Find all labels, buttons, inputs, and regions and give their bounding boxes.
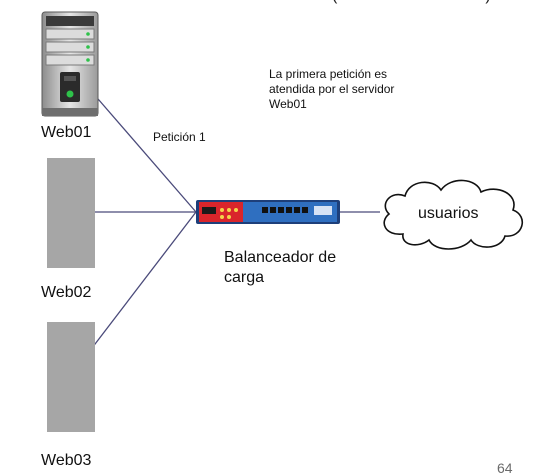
header-fragment: () <box>332 0 491 5</box>
header-open-paren: ( <box>332 0 337 4</box>
cloud-label: usuarios <box>418 205 479 222</box>
balancer-label: Balanceador de carga <box>224 249 337 286</box>
request-label: Petición 1 <box>153 130 206 144</box>
server-label-web01: Web01 <box>41 124 92 141</box>
note-text: La primera petición es atendida por el s… <box>269 67 395 111</box>
server-tower-icon <box>41 11 99 117</box>
line-web01-balancer <box>91 91 197 213</box>
server-label-web02: Web02 <box>41 284 92 301</box>
server-web02-placeholder <box>47 158 95 268</box>
server-web03-placeholder <box>47 322 95 432</box>
line-web03-balancer <box>91 211 197 349</box>
load-balancer-icon <box>196 200 340 224</box>
server-label-web03: Web03 <box>41 452 92 469</box>
users-cloud-icon <box>383 179 524 250</box>
header-close-paren: ) <box>485 0 490 4</box>
slide-number: 64 <box>497 460 513 476</box>
